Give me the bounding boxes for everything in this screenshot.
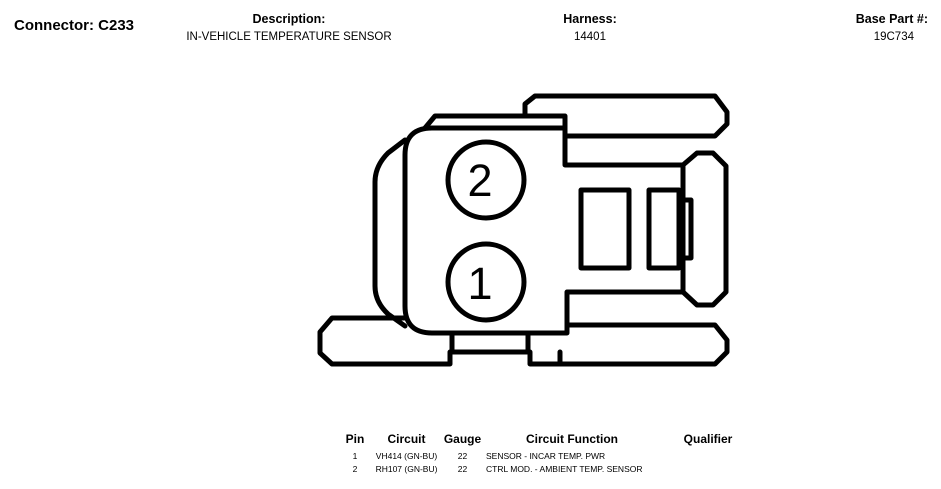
connector-body (402, 125, 686, 336)
description-block: Description: IN-VEHICLE TEMPERATURE SENS… (186, 11, 391, 45)
col-header-pin: Pin (345, 432, 365, 446)
cell-circuit: RH107 (GN-BU) (375, 464, 438, 474)
cell-gauge: 22 (457, 451, 468, 461)
connector-lower-left-arm (317, 315, 563, 367)
description-label: Description: (252, 12, 326, 26)
connector-right-latch (680, 150, 729, 308)
cell-circuit: VH414 (GN-BU) (375, 451, 438, 461)
table-row: 2 RH107 (GN-BU) 22 CTRL MOD. - AMBIENT T… (340, 463, 758, 476)
col-header-function: Circuit Function (526, 432, 618, 446)
connector-slot-right (646, 187, 682, 271)
connector-key (676, 197, 694, 261)
connector-lower-right-arm (557, 322, 730, 367)
cavity-2 (445, 139, 527, 221)
cell-pin: 2 (352, 464, 358, 474)
harness-label: Harness: (563, 12, 617, 26)
pin-label-1: 1 (467, 258, 492, 309)
base-part-label: Base Part #: (855, 12, 928, 26)
harness-value: 14401 (574, 31, 606, 43)
cell-qualifier (658, 463, 758, 476)
connector-title: Connector: C233 (14, 17, 135, 34)
connector-left-ear (372, 137, 408, 329)
harness-block: Harness: 14401 (563, 11, 617, 45)
cell-function: CTRL MOD. - AMBIENT TEMP. SENSOR (486, 464, 643, 474)
connector-upper-arm (522, 93, 730, 139)
pin-label-2: 2 (467, 155, 492, 206)
cell-gauge: 22 (457, 464, 468, 474)
table-header-row: Pin Circuit Gauge Circuit Function Quali… (340, 432, 758, 450)
table-row: 1 VH414 (GN-BU) 22 SENSOR - INCAR TEMP. … (340, 450, 758, 463)
connector-top-latch (422, 113, 568, 131)
base-part-value: 19C734 (873, 31, 914, 43)
connector-slot-left (578, 187, 632, 271)
cavity-1 (445, 241, 527, 323)
pinout-table: Pin Circuit Gauge Circuit Function Quali… (340, 432, 758, 476)
cell-qualifier (658, 450, 758, 463)
col-header-gauge: Gauge (443, 432, 482, 446)
col-header-circuit: Circuit (387, 432, 426, 446)
cell-pin: 1 (352, 451, 358, 461)
description-value: IN-VEHICLE TEMPERATURE SENSOR (186, 31, 392, 43)
base-part-block: Base Part #: 19C734 (856, 11, 928, 45)
col-header-qualifier: Qualifier (683, 432, 733, 446)
cell-function: SENSOR - INCAR TEMP. PWR (486, 451, 606, 461)
